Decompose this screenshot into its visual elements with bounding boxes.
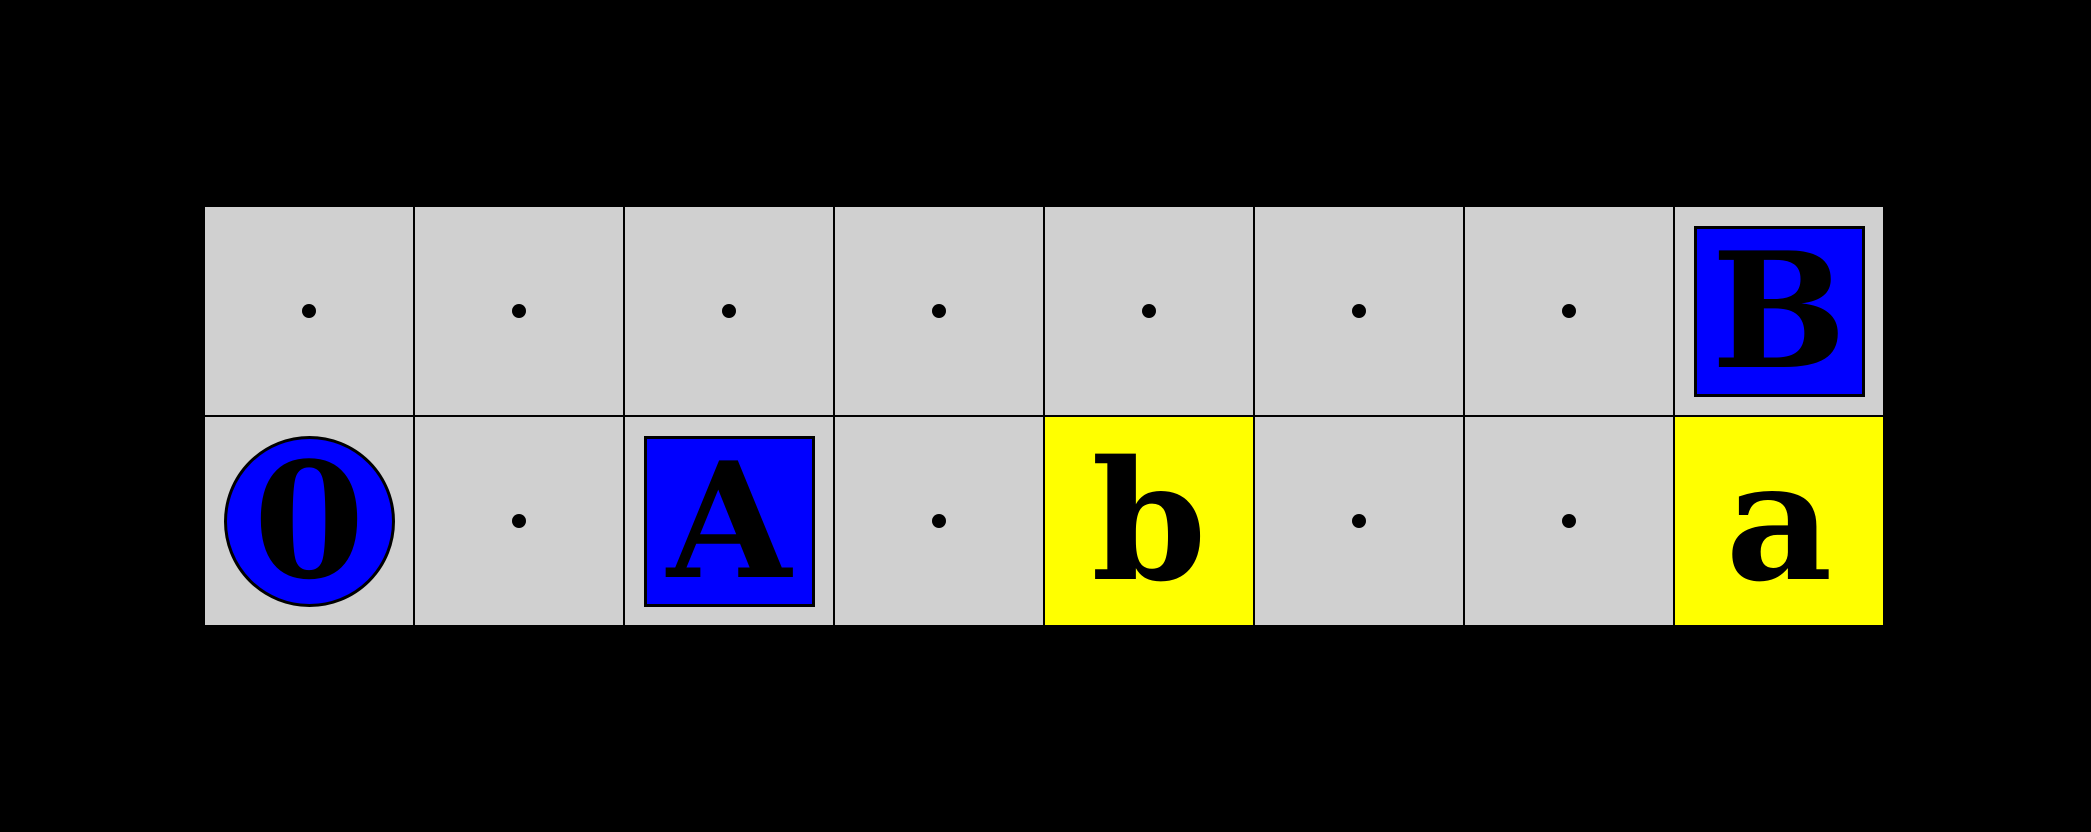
goal-cell-a[interactable]: a bbox=[1674, 416, 1884, 626]
floor-cell[interactable] bbox=[1464, 416, 1674, 626]
goal-b-label: b bbox=[1091, 423, 1207, 618]
floor-cell[interactable] bbox=[834, 206, 1044, 416]
floor-cell[interactable] bbox=[1044, 206, 1254, 416]
floor-cell[interactable]: B bbox=[1674, 206, 1884, 416]
box-a[interactable]: A bbox=[643, 427, 815, 615]
empty-dot-icon bbox=[932, 514, 946, 528]
floor-cell[interactable] bbox=[414, 416, 624, 626]
empty-dot-icon bbox=[512, 514, 526, 528]
empty-dot-icon bbox=[302, 304, 316, 318]
floor-cell[interactable] bbox=[414, 206, 624, 416]
floor-cell[interactable] bbox=[834, 416, 1044, 626]
game-board: B 0 A b a bbox=[204, 206, 1884, 626]
empty-dot-icon bbox=[722, 304, 736, 318]
floor-cell[interactable] bbox=[204, 206, 414, 416]
box-b-label: B bbox=[1711, 217, 1847, 405]
empty-dot-icon bbox=[932, 304, 946, 318]
agent-0-label: 0 bbox=[253, 427, 365, 615]
empty-dot-icon bbox=[1562, 514, 1576, 528]
goal-cell-b[interactable]: b bbox=[1044, 416, 1254, 626]
empty-dot-icon bbox=[1562, 304, 1576, 318]
floor-cell[interactable] bbox=[1464, 206, 1674, 416]
floor-cell[interactable] bbox=[624, 206, 834, 416]
floor-cell[interactable] bbox=[1254, 206, 1464, 416]
empty-dot-icon bbox=[512, 304, 526, 318]
empty-dot-icon bbox=[1352, 514, 1366, 528]
box-a-label: A bbox=[666, 427, 792, 615]
goal-a-label: a bbox=[1725, 423, 1833, 618]
box-b[interactable]: B bbox=[1693, 217, 1865, 405]
empty-dot-icon bbox=[1142, 304, 1156, 318]
agent-0[interactable]: 0 bbox=[223, 427, 395, 615]
floor-cell[interactable]: A bbox=[624, 416, 834, 626]
empty-dot-icon bbox=[1352, 304, 1366, 318]
floor-cell[interactable]: 0 bbox=[204, 416, 414, 626]
floor-cell[interactable] bbox=[1254, 416, 1464, 626]
